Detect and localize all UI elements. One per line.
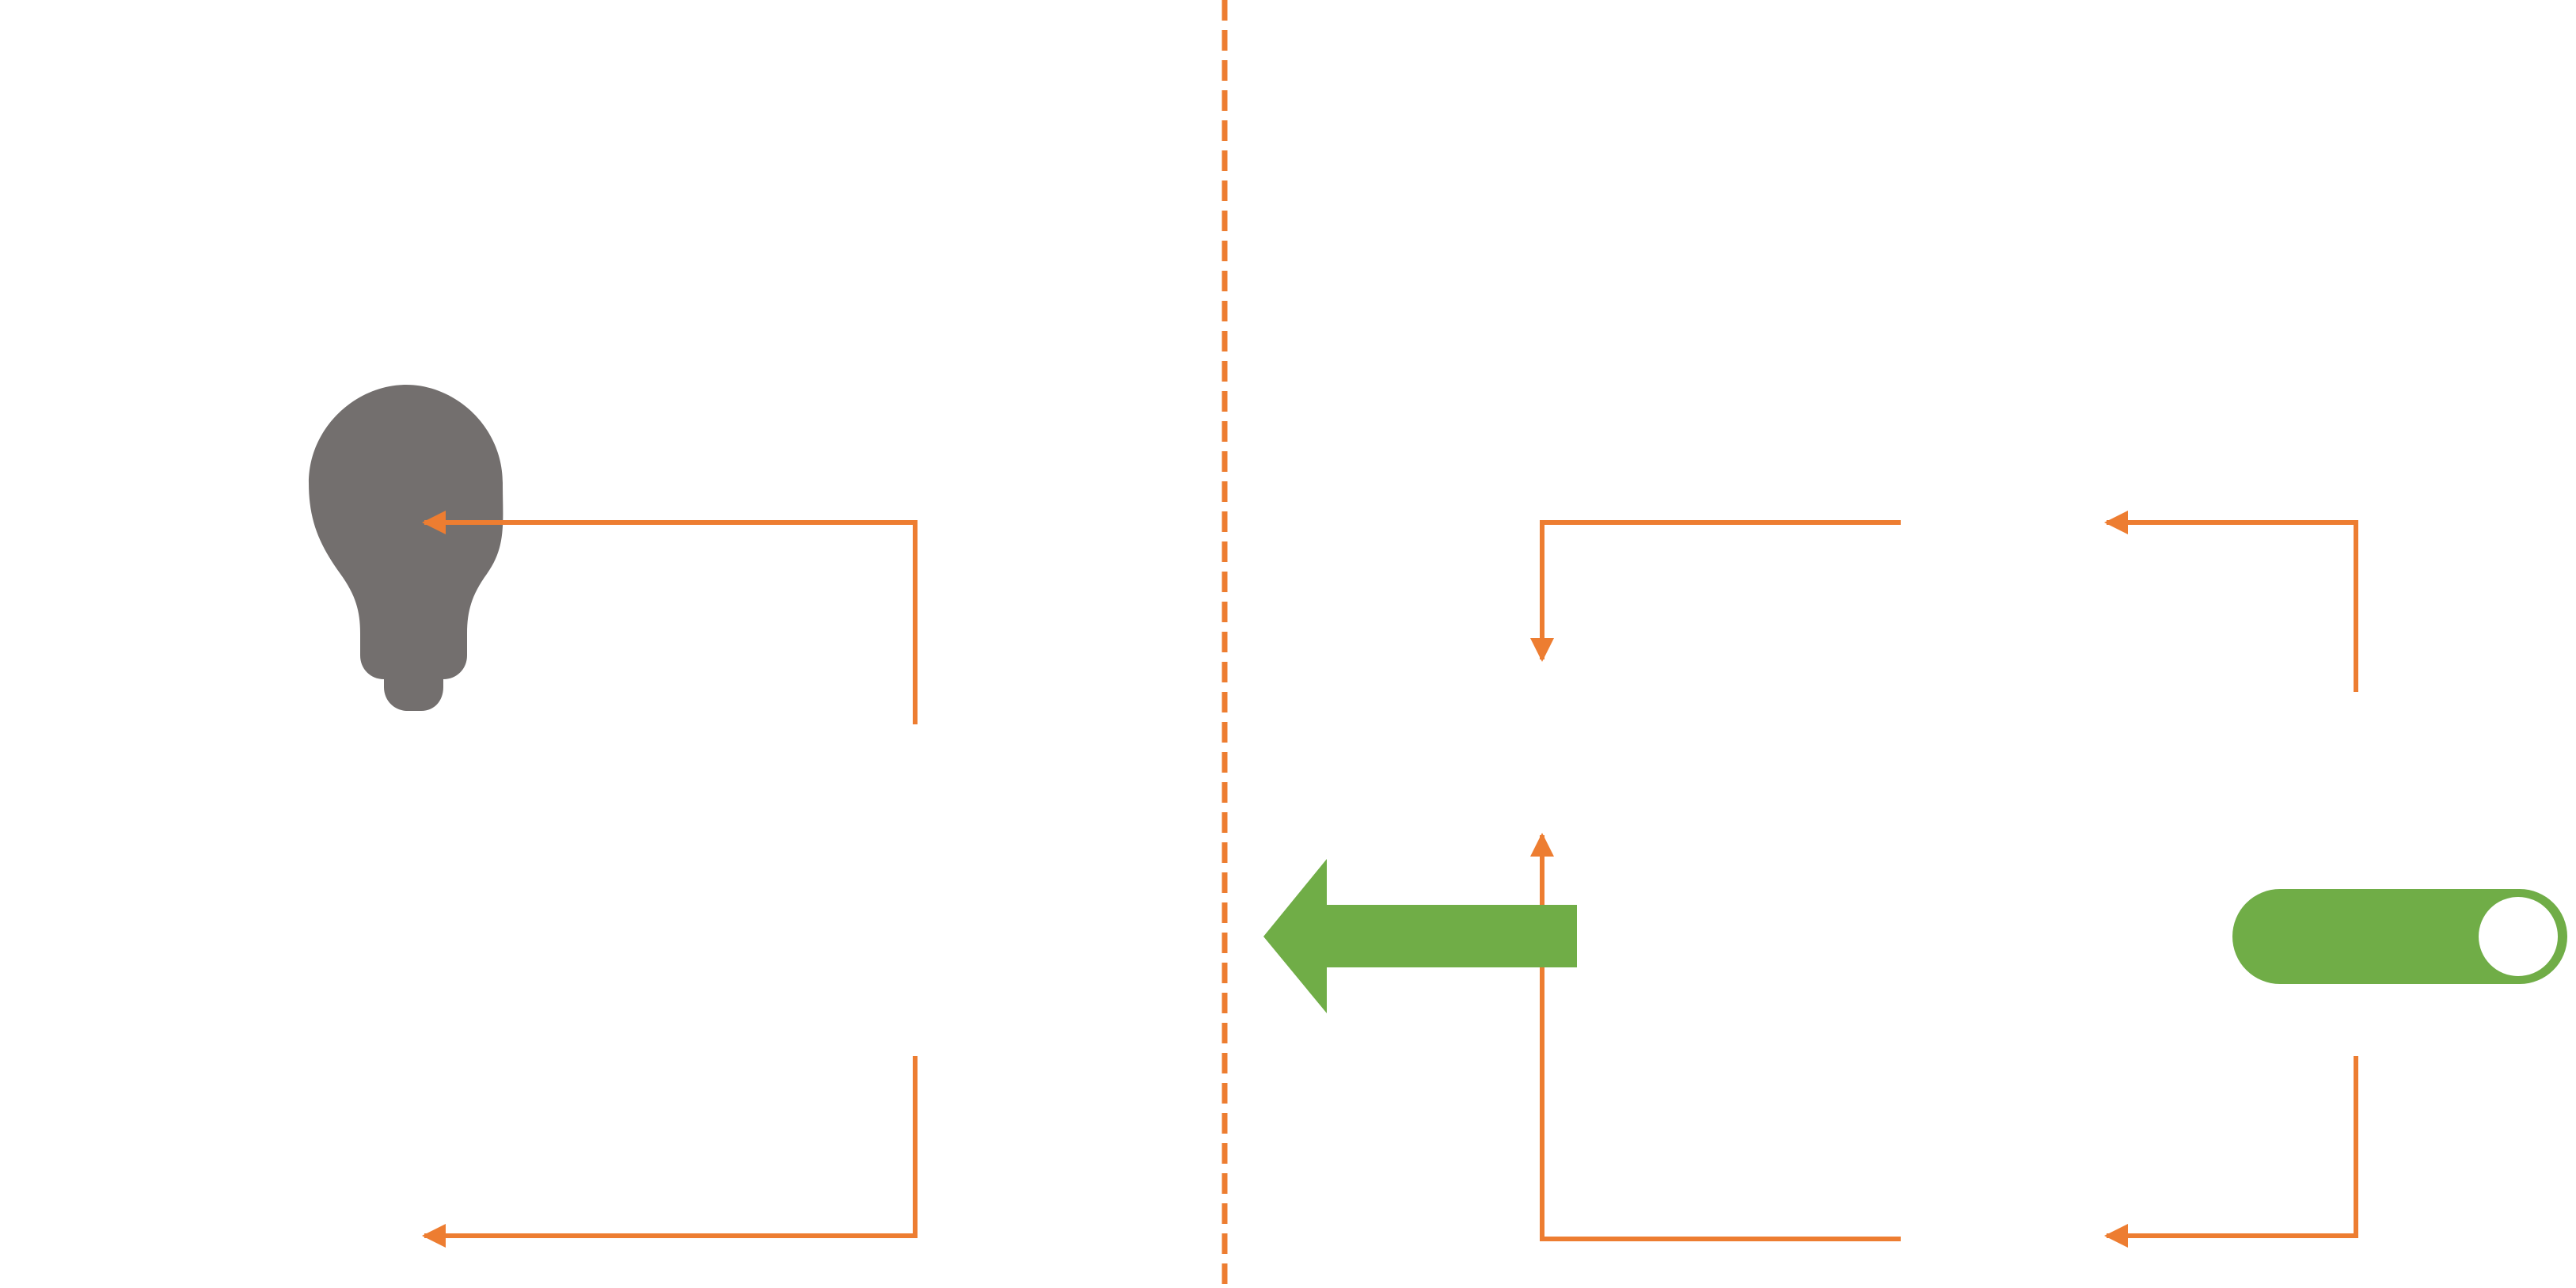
- connector-top-middle: [1530, 520, 1901, 662]
- connector-top-left: [422, 511, 918, 724]
- toggle-switch-icon: [2232, 889, 2567, 984]
- connector-bottom-left: [422, 1056, 918, 1248]
- connector-bottom-middle: [1530, 833, 1901, 1241]
- arrow-left-icon: [1263, 859, 1577, 1013]
- lightbulb-icon: [309, 385, 503, 711]
- connector-top-right: [2104, 511, 2358, 692]
- connector-bottom-right: [2104, 1056, 2358, 1248]
